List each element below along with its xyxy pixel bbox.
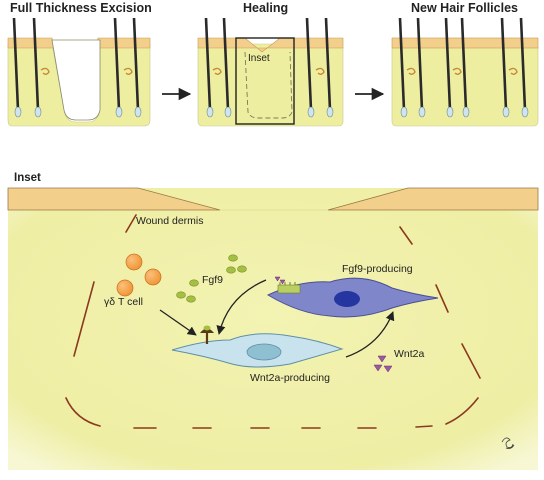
gamma-delta-t-cell-label: γδ T cell bbox=[104, 296, 143, 308]
inset-epidermis-right bbox=[327, 187, 539, 211]
wnt2a-producing-label: Wnt2a-producing bbox=[250, 372, 330, 384]
fgf9-producing-label: Fgf9-producing bbox=[342, 263, 413, 275]
inset-box-label: Inset bbox=[248, 53, 270, 64]
arrow-curved-icon bbox=[345, 311, 395, 358]
wound-dermis-label: Wound dermis bbox=[136, 215, 204, 227]
wound-cavity bbox=[51, 39, 101, 121]
skin-block bbox=[197, 43, 344, 127]
epidermis-strip bbox=[391, 37, 539, 49]
receptor-icon bbox=[200, 325, 214, 344]
inset-box bbox=[235, 37, 295, 125]
hair-follicle-group-left bbox=[12, 17, 50, 118]
wnt2a-receptor-cluster bbox=[274, 276, 301, 294]
epidermis-right bbox=[95, 37, 151, 49]
panel-excision bbox=[7, 17, 151, 127]
gamma-delta-t-cell bbox=[144, 268, 162, 286]
wound-boundary bbox=[65, 214, 481, 429]
panel-healing bbox=[197, 17, 344, 127]
inset-dermis bbox=[8, 188, 538, 470]
hair-follicle-group-right bbox=[113, 17, 142, 118]
wnt2a-cell-nucleus bbox=[246, 343, 282, 361]
gamma-delta-t-cell bbox=[116, 279, 134, 297]
hair-follicles bbox=[398, 17, 529, 118]
arrow-curved-icon bbox=[216, 279, 267, 335]
wound-outline bbox=[244, 51, 293, 119]
wnt2a-molecules bbox=[373, 355, 393, 373]
inset-panel bbox=[7, 187, 539, 470]
hair-follicles bbox=[204, 17, 334, 118]
panel-title-new-follicles: New Hair Follicles bbox=[411, 1, 518, 15]
fgf9-cell-nucleus bbox=[334, 291, 360, 307]
fgf9-molecules bbox=[176, 254, 247, 303]
signature-mark-icon bbox=[501, 437, 515, 449]
inset-title: Inset bbox=[14, 172, 41, 184]
panel-title-excision: Full Thickness Excision bbox=[10, 1, 152, 15]
gamma-delta-t-cell bbox=[125, 253, 143, 271]
arrow-tcell-to-wnt2a bbox=[159, 309, 197, 336]
panel-new-follicles bbox=[391, 17, 539, 127]
panel-title-healing: Healing bbox=[243, 1, 289, 15]
wnt2a-label: Wnt2a bbox=[394, 348, 425, 360]
fgf9-label: Fgf9 bbox=[202, 274, 224, 286]
